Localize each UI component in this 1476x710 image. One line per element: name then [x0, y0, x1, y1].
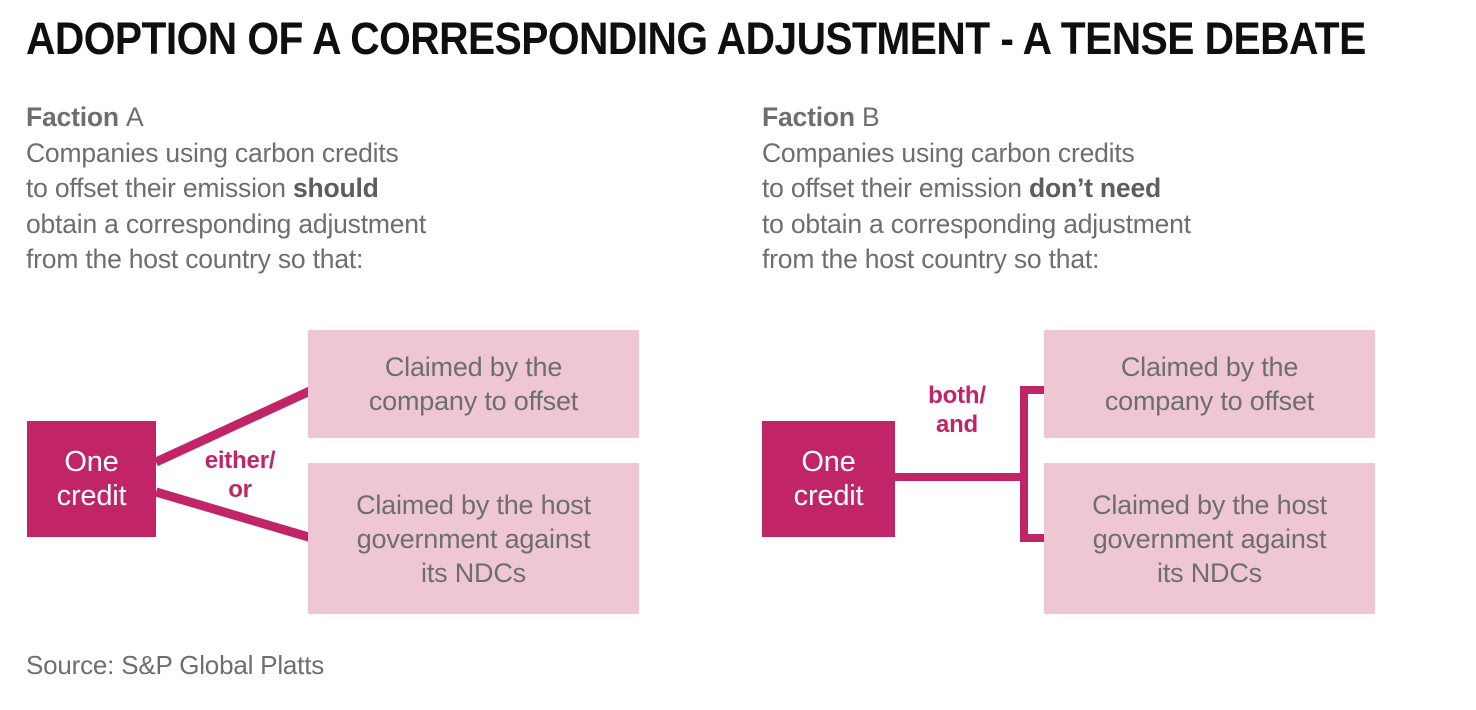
faction-a-credit-box: One credit — [27, 421, 156, 537]
faction-a-heading-word: Faction — [26, 102, 119, 132]
faction-a-credit-box-line-1: One — [64, 446, 119, 478]
faction-a-connector-label-line-2: or — [228, 476, 252, 503]
faction-a-heading-letter: A — [126, 102, 144, 132]
faction-b-intro: Faction B Companies using carbon credits… — [762, 100, 1462, 278]
faction-b-credit-box: One credit — [762, 421, 895, 537]
faction-a-body-line-4-text: from the host country so that: — [26, 244, 364, 274]
faction-a-body-line-3-text: obtain a corresponding adjustment — [26, 208, 426, 239]
faction-a-outcome-box-2: Claimed by the host government against i… — [308, 463, 639, 614]
faction-b-body-line-2-text: to offset their emission — [762, 173, 1030, 203]
faction-b-heading: Faction B — [762, 100, 1462, 136]
faction-b-body-line-1-text: Companies using carbon credits — [762, 137, 1135, 168]
faction-b-body-line-3: to obtain a corresponding adjustment — [762, 207, 1462, 243]
faction-b-outcome-box-2-line-1: Claimed by the host — [1092, 489, 1327, 520]
faction-a-body-line-1: Companies using carbon credits — [26, 136, 726, 172]
faction-b-body-line-2: to offset their emission don’t need — [762, 171, 1462, 207]
faction-a-outcome-box-1-line-1: Claimed by the — [384, 352, 563, 382]
faction-a-body-line-3: obtain a corresponding adjustment — [26, 207, 726, 243]
faction-a-outcome-box-1: Claimed by the company to offset — [308, 330, 639, 438]
faction-b-connector-label-line-2: and — [935, 411, 979, 438]
faction-b-body-line-4: from the host country so that: — [762, 242, 1462, 278]
faction-a-outcome-box-1-line-2: company to offset — [368, 386, 579, 416]
faction-b-connector-label-line-1: both/ — [928, 382, 986, 409]
source-attribution-clipped-line — [26, 690, 33, 710]
faction-b-body-line-1: Companies using carbon credits — [762, 136, 1462, 172]
faction-b-outcome-box-1-line-2: company to offset — [1104, 386, 1315, 416]
faction-b-body-line-3-text: to obtain a corresponding adjustment — [762, 208, 1191, 239]
faction-a-heading: Faction A — [26, 100, 726, 136]
faction-a-body-line-2-text: to offset their emission — [26, 173, 294, 203]
faction-b-credit-box-line-2: credit — [793, 480, 864, 512]
faction-b-body-line-4-text: from the host country so that: — [762, 244, 1100, 274]
faction-a-connector-label: either/ or — [186, 446, 294, 504]
source-attribution: Source: S&P Global Platts — [26, 650, 325, 680]
page-title: ADOPTION OF A CORRESPONDING ADJUSTMENT -… — [26, 13, 1366, 64]
faction-a-connector-label-line-1: either/ — [204, 447, 276, 474]
faction-b-connector-label: both/ and — [905, 381, 1009, 439]
faction-a-body-line-2-emphasis: should — [293, 173, 379, 203]
faction-a-outcome-box-2-line-2: government against — [356, 523, 591, 554]
faction-b-outcome-box-1-line-1: Claimed by the — [1120, 352, 1299, 382]
faction-b-outcome-box-2-line-3: its NDCs — [1157, 557, 1262, 588]
faction-b-outcome-box-1: Claimed by the company to offset — [1044, 330, 1375, 438]
faction-a-outcome-box-2-line-3: its NDCs — [421, 557, 526, 588]
faction-a-body-line-1-text: Companies using carbon credits — [26, 137, 399, 168]
faction-b-credit-box-line-1: One — [801, 446, 856, 478]
faction-b-outcome-box-2: Claimed by the host government against i… — [1044, 463, 1375, 614]
faction-b-heading-letter: B — [862, 102, 880, 132]
faction-b-heading-word: Faction — [762, 102, 855, 132]
faction-a-body-line-4: from the host country so that: — [26, 242, 726, 278]
faction-a-credit-box-line-2: credit — [56, 480, 127, 512]
faction-b-outcome-box-2-line-2: government against — [1092, 523, 1327, 554]
faction-a-outcome-box-2-line-1: Claimed by the host — [356, 489, 591, 520]
faction-b-body-line-2-emphasis: don’t need — [1029, 173, 1161, 203]
faction-a-intro: Faction A Companies using carbon credits… — [26, 100, 726, 278]
faction-a-body-line-2: to offset their emission should — [26, 171, 726, 207]
